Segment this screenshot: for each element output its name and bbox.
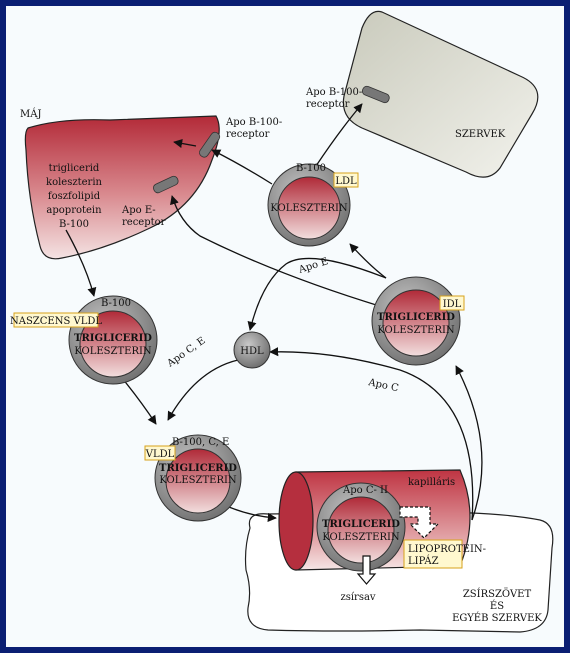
capillary-vldl-content-2: KOLESZTERIN (322, 532, 400, 543)
vldl-content-2: KOLESZTERIN (159, 475, 237, 486)
liver-content-1: triglicerid (49, 163, 100, 174)
hdl-particle (233, 331, 271, 369)
lipase-action-arrow (399, 506, 440, 539)
vldl-tag-label: VLDL (145, 449, 175, 460)
liver-b100-receptor-label-2: receptor (226, 129, 270, 140)
capillary-vldl-apo-label: Apo C- II (342, 485, 388, 496)
ldl-tag-label: LDL (335, 176, 357, 187)
arrow-receptor-uptake (173, 138, 197, 148)
liver-e-receptor-label-1: Apo E- (121, 205, 156, 216)
arrow-hdl-to-vldl (167, 359, 239, 421)
nascent-vldl-content-2: KOLESZTERIN (74, 346, 152, 357)
liver-content-5: B-100 (59, 219, 89, 230)
vldl-apo-label: B-100, C, E (172, 437, 229, 448)
idl-tag-label: IDL (443, 299, 462, 310)
hdl-label: HDL (240, 346, 264, 357)
ldl-particle (267, 163, 351, 247)
idl-tag (439, 295, 465, 311)
organ-receptor-label-2: receptor (306, 99, 350, 110)
arrow-apoc-to-hdl (269, 347, 474, 521)
liver-e-receptor-label-2: receptor (122, 217, 166, 228)
liver-e-receptor (153, 175, 179, 194)
vldl-content-1: TRIGLICERID (159, 463, 237, 474)
organ-receptor-label-1: Apo B-100- (305, 87, 362, 98)
arrow-idl-to-hdl-apoe (247, 257, 387, 331)
nascent-vldl-content-1: TRIGLICERID (74, 333, 152, 344)
ldl-tag (333, 172, 359, 188)
adipose-label-1: ZSÍRSZÖVET (463, 588, 532, 600)
arrow-idl-to-liver (170, 195, 387, 309)
adipose-label-2: ÉS (490, 600, 504, 612)
lipase-tag (403, 539, 463, 569)
lipase-label-1: LIPOPROTEIN- (408, 544, 486, 555)
nascent-vldl-apo-label: B-100 (101, 298, 131, 309)
arrow-ldl-to-liver (211, 149, 273, 185)
arrow-idl-to-ldl (349, 243, 387, 279)
idl-content-1: TRIGLICERID (377, 312, 455, 323)
liver-content-3: foszfolipid (48, 191, 101, 202)
arrow-liver-to-nascent-vldl (65, 229, 97, 297)
lipase-label-2: LIPÁZ (408, 555, 439, 567)
capillary-vldl-particle (316, 482, 406, 572)
organs-shape (342, 10, 539, 178)
fatty-acid-release-arrow (356, 555, 377, 585)
liver-content-2: koleszterin (46, 177, 103, 188)
fatty-acid-label: zsírsav (340, 592, 375, 603)
ldl-content: KOLESZTERIN (270, 203, 348, 214)
vldl-tag (144, 445, 176, 461)
liver-shape (24, 115, 220, 260)
idl-content-2: KOLESZTERIN (377, 325, 455, 336)
liver-b100-receptor-label-1: Apo B-100- (225, 117, 282, 128)
liver-content-4: apoprotein (46, 205, 102, 216)
idl-particle (371, 276, 461, 366)
nascent-vldl-tag-label: NASZCENS VLDL (10, 316, 102, 327)
liver-title: MÁJ (20, 108, 41, 120)
ldl-apo-label: B-100 (296, 163, 326, 174)
capillary-vldl-content-1: TRIGLICERID (322, 519, 400, 530)
liver-b100-receptor (199, 131, 221, 158)
capillary-label: kapilláris (408, 477, 455, 488)
organ-b100-receptor (361, 85, 390, 104)
arrow-ldl-to-organs (315, 103, 363, 167)
arrow-capillary-to-idl (455, 365, 483, 521)
adipose-label-3: EGYÉB SZERVEK (452, 612, 542, 624)
nascent-vldl-tag (13, 312, 99, 328)
vldl-particle (154, 434, 242, 522)
organs-label: SZERVEK (455, 129, 506, 140)
